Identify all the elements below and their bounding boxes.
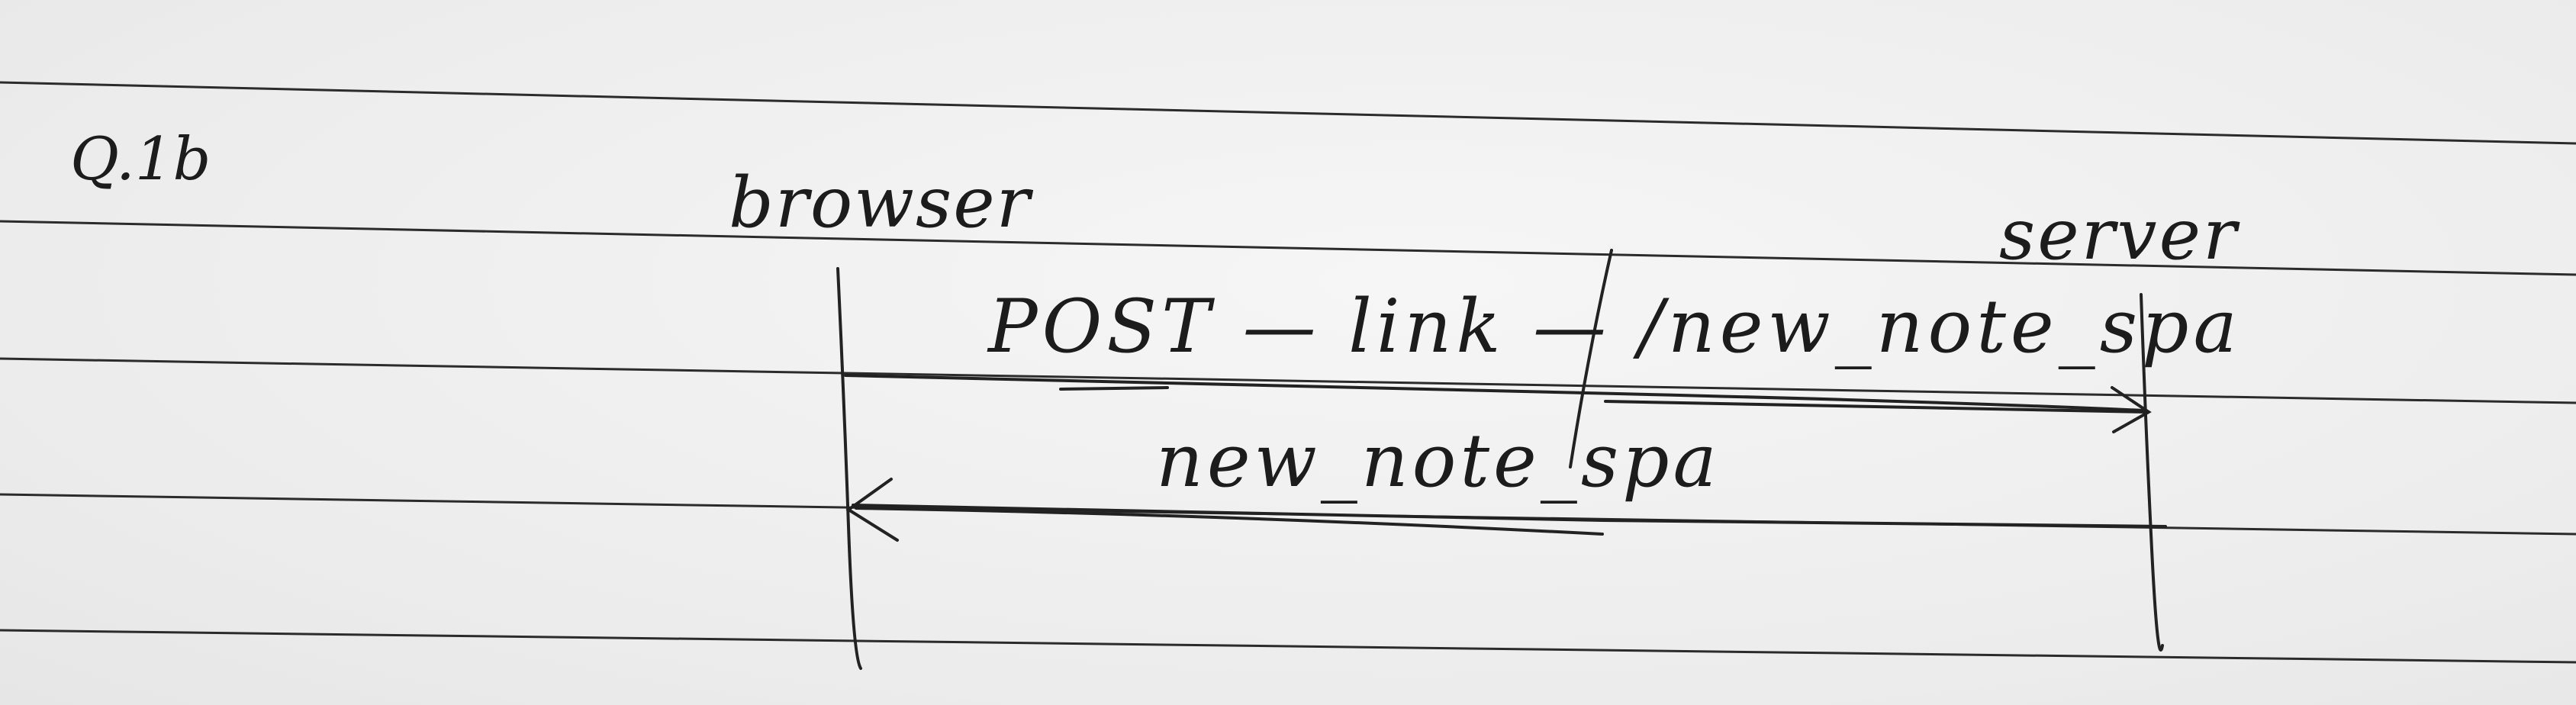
server-lifeline [2140,293,2164,652]
ruled-line [0,220,2576,276]
request-arrow [844,374,2152,433]
ruled-line [0,81,2576,145]
participant-browser: browser [729,162,1032,243]
ruled-line [0,629,2576,664]
browser-lifeline [836,267,862,670]
request-slash-stroke [1569,249,1613,468]
message-request-label: POST — link — /new_note_spa [988,284,2242,369]
ruled-line [0,357,2576,404]
message-response-label: new_note_spa [1156,418,1721,504]
response-arrow [845,478,2167,542]
ruled-lines [0,81,2576,664]
page-label: Q.1b [70,125,211,194]
participant-server: server [1999,194,2240,275]
